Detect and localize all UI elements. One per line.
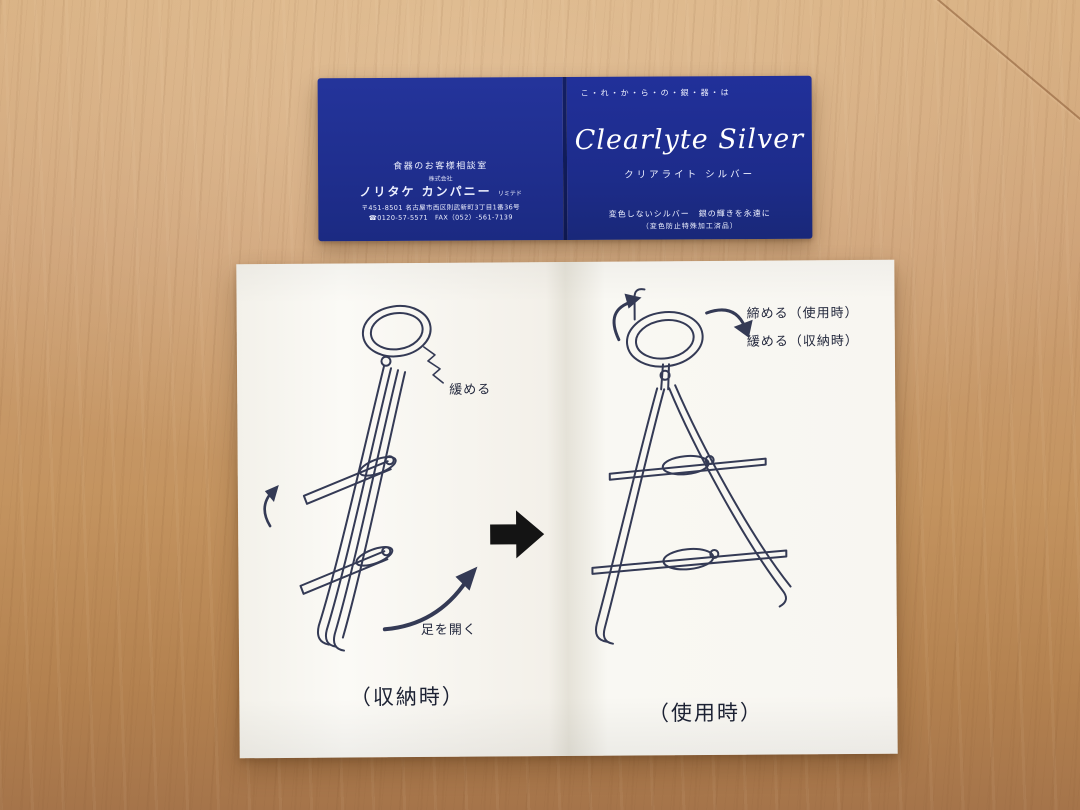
tagline-bottom: 変色しないシルバー 銀の輝きを永遠に: [608, 208, 771, 219]
label-loosen-stored: 緩める（収納時）: [746, 333, 859, 350]
label-open-legs: 足を開く: [420, 622, 477, 639]
brand-katakana: クリアライト シルバー: [624, 169, 756, 181]
booklet-left-panel: 食器のお客様相談室 株式会社 ノリタケ カンパニー リミテド 〒451-8501…: [317, 77, 564, 242]
caption-in-use-state: （使用時）: [647, 700, 764, 726]
tagline-note: （変色防止特殊加工済品）: [641, 222, 738, 231]
label-tighten-in-use: 締める（使用時）: [746, 305, 859, 322]
rotate-arrow-left-icon: [612, 293, 642, 342]
big-right-arrow-icon: [490, 510, 545, 559]
curved-arrow-left-icon: [263, 485, 279, 528]
rotate-arrow-right-icon: [705, 308, 753, 338]
company-prefix: 株式会社: [428, 175, 453, 183]
product-booklet: 食器のお客様相談室 株式会社 ノリタケ カンパニー リミテド 〒451-8501…: [317, 75, 813, 242]
brand-logotype: Clearlyte Silver: [574, 123, 805, 156]
zigzag-pointer-icon: [423, 346, 444, 384]
instruction-sheet: 緩める 足を開く 締める（使用時） 緩める（収納時） （収納時） （使用時）: [236, 259, 898, 759]
booklet-right-panel: こ・れ・か・ら・の・銀・器・は Clearlyte Silver クリアライト …: [566, 75, 813, 240]
company-name: ノリタケ カンパニー リミテド: [318, 184, 563, 200]
company-suffix: リミテド: [497, 189, 522, 198]
contact-info-block: 食器のお客様相談室 株式会社 ノリタケ カンパニー リミテド 〒451-8501…: [318, 161, 563, 222]
curved-arrow-open-legs-icon: [382, 566, 478, 632]
company-address: 〒451-8501 名古屋市西区則武新町3丁目1番36号: [361, 202, 521, 212]
label-loosen: 緩める: [449, 382, 492, 398]
contact-heading: 食器のお客様相談室: [393, 161, 488, 172]
company-name-text: ノリタケ カンパニー: [359, 184, 492, 199]
open-stand-drawing: [591, 288, 792, 645]
tagline-top: こ・れ・か・ら・の・銀・器・は: [580, 88, 731, 98]
collapsed-stand-drawing: [299, 304, 444, 652]
company-phone: ☎0120-57-5571 FAX（052）-561-7139: [368, 213, 513, 222]
caption-stored-state: （収納時）: [349, 684, 465, 710]
stand-diagrams: [263, 288, 792, 652]
